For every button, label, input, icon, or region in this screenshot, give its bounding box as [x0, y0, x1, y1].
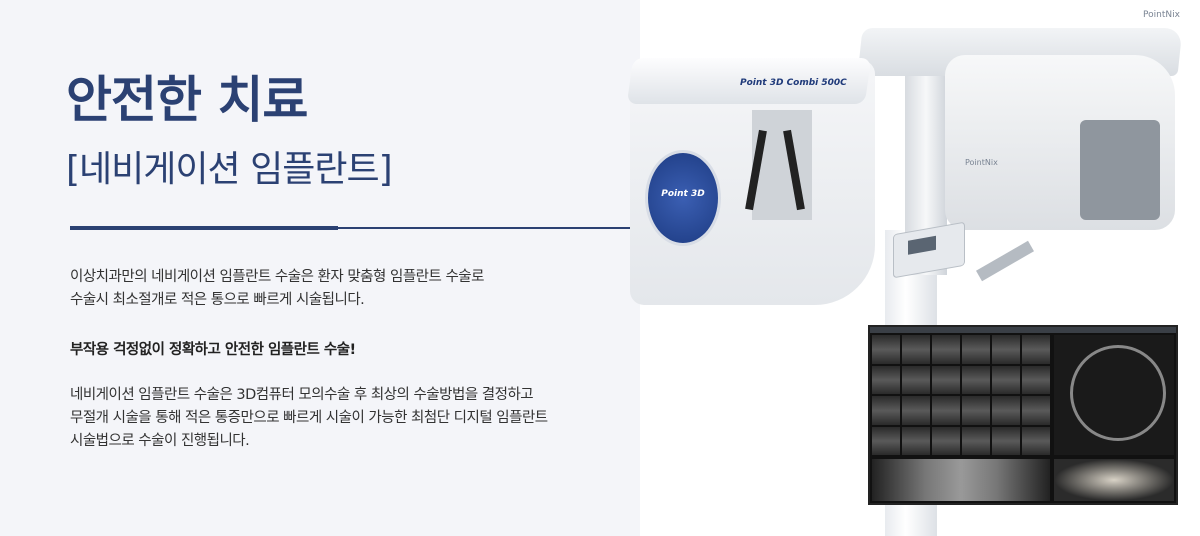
slice-tile [872, 365, 900, 394]
slice-tile [1022, 426, 1050, 455]
slice-tile [962, 365, 990, 394]
software-titlebar [870, 327, 1176, 333]
intro-paragraph: 이상치과만의 네비게이션 임플란트 수술은 환자 맞춤형 임플란트 수술로 수술… [70, 269, 484, 308]
slice-tile [872, 335, 900, 364]
slice-tile [962, 396, 990, 425]
brand-label-mid: PointNix [965, 158, 998, 167]
slice-tile [902, 426, 930, 455]
slice-tile [932, 335, 960, 364]
3d-view [1054, 459, 1174, 501]
slice-tile [1022, 396, 1050, 425]
slice-tile [992, 365, 1020, 394]
slice-tile [962, 335, 990, 364]
page-subtitle: [네비게이션 임플란트] [66, 149, 393, 190]
chin-rest [976, 240, 1034, 282]
axial-view [1054, 335, 1174, 455]
slice-tile [872, 426, 900, 455]
slice-tile [902, 396, 930, 425]
model-label: Point 3D Combi 500C [740, 78, 847, 88]
slice-tile [992, 396, 1020, 425]
slice-grid [872, 335, 1050, 455]
slice-tile [902, 365, 930, 394]
brand-logo: Point 3D [645, 150, 721, 246]
slice-tile [1022, 365, 1050, 394]
slice-tile [872, 396, 900, 425]
jaw-scan-icon [1070, 345, 1166, 441]
page-title: 안전한 치료 [66, 71, 308, 129]
slice-tile [1022, 335, 1050, 364]
slice-tile [992, 426, 1020, 455]
slice-tile [962, 426, 990, 455]
software-screenshot [868, 325, 1178, 505]
slice-tile [992, 335, 1020, 364]
divider-accent [70, 226, 338, 230]
control-screen [908, 235, 936, 255]
slice-tile [932, 396, 960, 425]
divider-line [70, 227, 635, 229]
slice-tile [932, 426, 960, 455]
highlight-paragraph: 부작용 걱정없이 정확하고 안전한 임플란트 수술! [70, 342, 356, 358]
detail-paragraph: 네비게이션 임플란트 수술은 3D컴퓨터 모의수술 후 최상의 수술방법을 결정… [70, 387, 548, 449]
brand-label-top: PointNix [1143, 10, 1180, 20]
slice-tile [932, 365, 960, 394]
slice-tile [902, 335, 930, 364]
machine-visor [1080, 120, 1160, 220]
text-panel [0, 0, 640, 536]
panoramic-view [872, 459, 1050, 501]
